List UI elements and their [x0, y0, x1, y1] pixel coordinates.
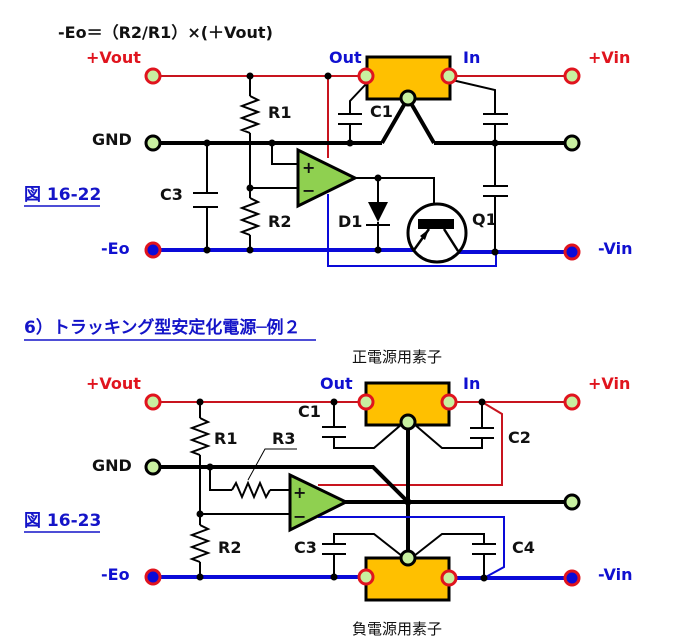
terminal-minus-vin[interactable]	[563, 243, 581, 261]
label-minus-eo: -Eo	[101, 239, 130, 258]
label-q1: Q1	[472, 210, 497, 229]
regulator-gnd-pin	[399, 89, 417, 107]
terminal-minus-eo-2[interactable]	[144, 568, 162, 586]
label-gnd-2: GND	[92, 456, 132, 475]
negative-regulator-gnd-pin	[399, 549, 417, 567]
opamp-symbol-2	[288, 472, 350, 533]
regulator-in-pin	[440, 67, 458, 85]
label-plus-vin-2: +Vin	[588, 374, 630, 393]
formula: -Eo＝（R2/R1）×(＋Vout)	[58, 23, 273, 42]
terminal-plus-vin[interactable]	[563, 67, 581, 85]
resistor-r1-2	[189, 417, 211, 456]
gnd-rail-2	[153, 465, 410, 504]
label-plus-vout-2: +Vout	[86, 374, 141, 393]
opamp-minus-sign-2: −	[293, 507, 306, 526]
label-r2: R2	[268, 212, 291, 231]
label-plus-vin: +Vin	[588, 48, 630, 67]
resistor-r2-2	[189, 524, 211, 563]
terminal-plus-vout-2[interactable]	[144, 393, 162, 411]
label-c2: C2	[508, 428, 531, 447]
junction-dots-2	[196, 398, 488, 582]
label-in-2: In	[463, 374, 480, 393]
negative-regulator-in-pin	[440, 569, 458, 587]
section-heading: 6）トラッキング型安定化電源─例２	[24, 317, 301, 338]
opamp-plus-sign-2: +	[293, 483, 306, 502]
label-c4: C4	[512, 538, 535, 557]
label-r3: R3	[272, 429, 295, 448]
opamp-plus-sign: +	[302, 158, 315, 177]
negative-regulator-out-pin	[357, 568, 375, 586]
transistor-q1	[406, 202, 468, 264]
terminal-gnd[interactable]	[144, 134, 162, 152]
regulator-out-pin	[357, 67, 375, 85]
label-plus-vout: +Vout	[86, 48, 141, 67]
label-c1: C1	[370, 102, 393, 121]
terminal-minus-vin-2[interactable]	[563, 569, 581, 587]
label-r2-2: R2	[218, 538, 241, 557]
opamp-vminus-supply	[327, 194, 497, 267]
positive-regulator-in-pin	[440, 393, 458, 411]
label-r1: R1	[268, 103, 291, 122]
terminal-plus-vout[interactable]	[144, 67, 162, 85]
resistor-r3	[231, 480, 271, 500]
label-d1: D1	[338, 212, 362, 231]
positive-element-label: 正電源用素子	[352, 348, 442, 366]
label-minus-vin-2: -Vin	[598, 565, 632, 584]
terminal-minus-eo[interactable]	[144, 241, 162, 259]
terminal-gnd-right[interactable]	[563, 134, 581, 152]
label-in: In	[463, 48, 480, 67]
label-r1-2: R1	[214, 429, 237, 448]
junction-dots	[203, 72, 499, 256]
label-out: Out	[329, 48, 362, 67]
label-minus-eo-2: -Eo	[101, 565, 130, 584]
negative-element-label: 負電源用素子	[352, 620, 442, 638]
label-minus-vin: -Vin	[598, 239, 632, 258]
opamp-minus-sign: −	[302, 181, 315, 200]
label-gnd: GND	[92, 130, 132, 149]
label-c1-2: C1	[298, 402, 321, 421]
figure-caption-16-23: 図 16-23	[24, 511, 101, 531]
terminal-output-common[interactable]	[563, 493, 581, 511]
resistor-r1	[239, 95, 261, 134]
r3-leader-line	[247, 448, 297, 481]
label-c3: C3	[160, 185, 183, 204]
figure-caption-16-22: 図 16-22	[24, 185, 101, 205]
terminal-plus-vin-2[interactable]	[563, 393, 581, 411]
positive-regulator-gnd-pin	[399, 413, 417, 431]
figure-16-22: -Eo＝（R2/R1）×(＋Vout) +Vout GND -Eo Out In…	[24, 23, 632, 267]
label-out-2: Out	[320, 374, 353, 393]
diode-d1	[368, 202, 388, 222]
label-c3-2: C3	[294, 538, 317, 557]
positive-regulator-out-pin	[357, 393, 375, 411]
opamp-vminus-supply-2	[318, 516, 505, 579]
resistor-r2	[239, 197, 261, 236]
opamp-symbol	[296, 147, 359, 209]
terminal-gnd-2[interactable]	[144, 458, 162, 476]
figure-16-23: 正電源用素子 負電源用素子 +Vout GND -Eo Out In +Vin …	[24, 348, 632, 638]
